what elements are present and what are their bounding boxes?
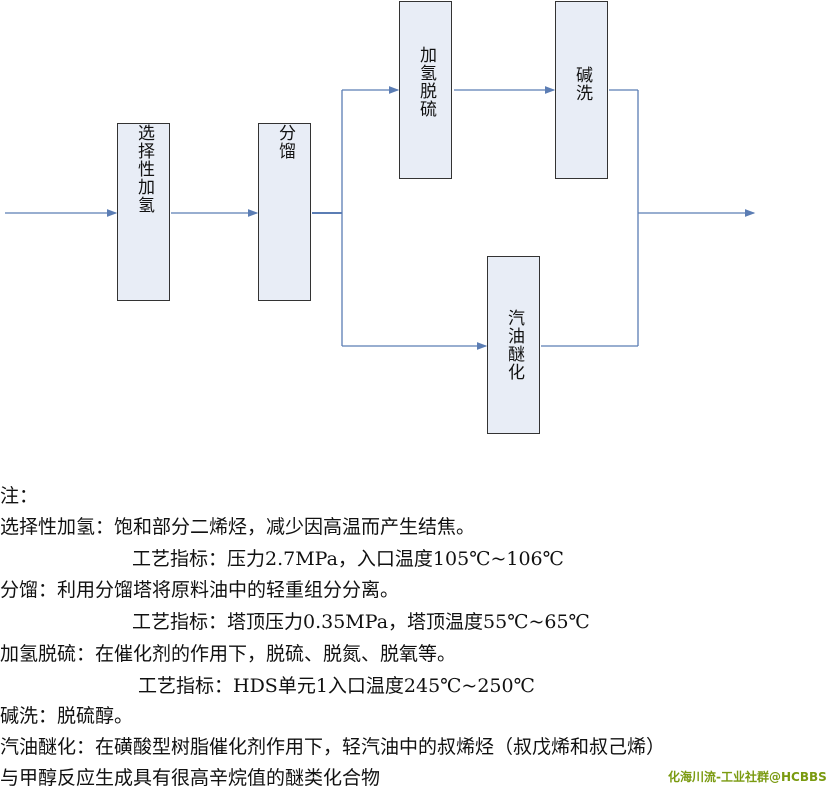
note-line: 碱洗：脱硫醇。 xyxy=(0,705,134,727)
note-line: 加氢脱硫：在催化剂的作用下，脱硫、脱氮、脱氧等。 xyxy=(0,643,457,665)
note-line: 选择性加氢：饱和部分二烯烃，减少因高温而产生结焦。 xyxy=(0,516,476,538)
box-label: 选择性加氢 xyxy=(134,124,154,214)
box-label: 分馏 xyxy=(275,124,295,160)
box-fractionation: 分馏 xyxy=(258,123,311,301)
box-gasoline-etherification: 汽油醚化 xyxy=(487,256,540,434)
note-line: 工艺指标：塔顶压力0.35MPa，塔顶温度55℃~65℃ xyxy=(132,611,590,633)
note-line: 与甲醇反应生成具有很高辛烷值的醚类化合物 xyxy=(0,767,381,789)
box-label: 汽油醚化 xyxy=(504,309,524,381)
watermark: 化海川流-工业社群@HCBBS xyxy=(668,770,827,784)
box-selective-hydrogenation: 选择性加氢 xyxy=(117,123,170,301)
box-caustic-wash: 碱洗 xyxy=(555,1,608,179)
note-line: 汽油醚化：在磺酸型树脂催化剂作用下，轻汽油中的叔烯烃（叔戊烯和叔己烯） xyxy=(0,736,666,758)
note-line: 工艺指标：HDS单元1入口温度245℃~250℃ xyxy=(138,675,535,697)
box-label: 加氢脱硫 xyxy=(416,46,436,118)
note-line: 工艺指标：压力2.7MPa，入口温度105℃~106℃ xyxy=(132,548,564,570)
box-label: 碱洗 xyxy=(572,66,592,102)
box-hydrodesulfurization: 加氢脱硫 xyxy=(399,1,452,179)
note-heading: 注： xyxy=(0,485,39,507)
note-line: 分馏：利用分馏塔将原料油中的轻重组分分离。 xyxy=(0,579,400,601)
